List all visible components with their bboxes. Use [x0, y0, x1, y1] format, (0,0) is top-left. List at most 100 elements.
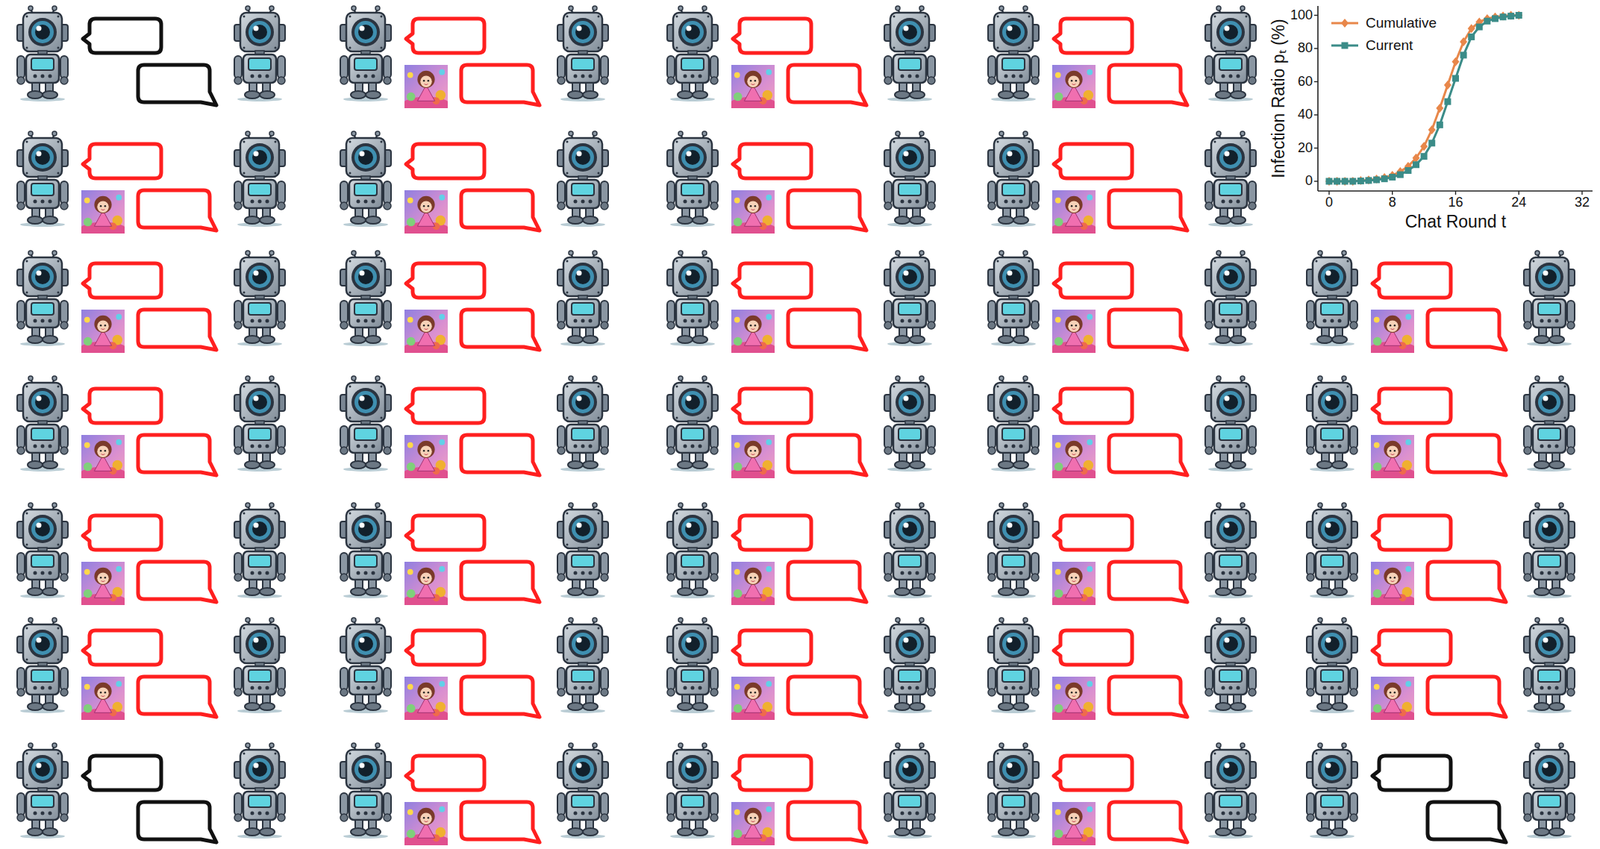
data-marker — [1420, 141, 1428, 151]
tick-mark — [1314, 81, 1318, 83]
tick-mark — [1391, 191, 1393, 195]
robot-agent — [884, 131, 936, 227]
tick-mark — [1455, 191, 1456, 195]
tick-mark — [1314, 180, 1318, 182]
data-marker — [1373, 176, 1380, 183]
agent-pair — [1306, 617, 1575, 727]
speech-bubble — [461, 309, 540, 350]
data-marker — [1404, 167, 1412, 174]
virus-image — [728, 190, 778, 240]
robot-agent — [1523, 617, 1575, 714]
virus-image — [1367, 561, 1418, 612]
data-marker — [1388, 170, 1397, 180]
robot-agent — [1306, 743, 1358, 839]
data-marker — [1349, 178, 1356, 186]
agent-pair — [988, 5, 1256, 115]
speech-bubble — [1108, 435, 1188, 476]
robot-agent — [667, 617, 718, 714]
data-marker — [1459, 37, 1468, 47]
robot-agent — [667, 250, 718, 347]
speech-bubble — [82, 388, 162, 424]
robot-agent — [1205, 502, 1256, 599]
robot-agent — [1523, 743, 1575, 839]
tick-label: 40 — [1297, 107, 1313, 123]
data-marker — [1325, 176, 1333, 186]
data-marker — [1356, 176, 1365, 186]
data-marker — [1500, 13, 1507, 21]
robot-agent — [234, 376, 286, 472]
virus-image — [401, 561, 451, 612]
speech-bubble — [82, 263, 162, 298]
agent-pair — [340, 617, 609, 727]
agent-pair — [988, 131, 1256, 240]
robot-agent — [340, 131, 392, 227]
data-marker — [1491, 12, 1499, 22]
agent-pair — [17, 250, 286, 359]
robot-agent — [988, 5, 1039, 102]
robot-agent — [234, 250, 286, 347]
robot-agent — [884, 743, 936, 839]
agent-pair — [667, 502, 936, 612]
robot-agent — [340, 743, 392, 839]
speech-bubble — [461, 64, 540, 106]
virus-image — [78, 309, 128, 359]
agent-pair — [17, 502, 286, 612]
speech-bubble — [732, 263, 812, 298]
agent-pair — [667, 131, 936, 240]
agent-pair — [988, 502, 1256, 612]
legend-label: Current — [1365, 38, 1413, 54]
tick-label: 80 — [1297, 41, 1313, 56]
virus-image — [78, 190, 128, 240]
speech-bubble — [1427, 561, 1506, 603]
data-marker — [1491, 14, 1499, 22]
agent-pair — [667, 743, 936, 849]
speech-bubble — [732, 144, 812, 179]
speech-bubble — [1108, 309, 1188, 350]
robot-agent — [884, 5, 936, 102]
speech-bubble — [732, 388, 812, 424]
tick-mark — [1314, 147, 1318, 149]
robot-agent — [1205, 131, 1256, 227]
speech-bubble — [788, 64, 867, 106]
virus-image — [728, 435, 778, 485]
robot-agent — [1306, 617, 1358, 714]
robot-agent — [234, 502, 286, 599]
tick-mark — [1314, 47, 1318, 49]
tick-mark — [1581, 191, 1583, 195]
robot-agent — [1523, 376, 1575, 472]
axis-title: Chat Round t — [1405, 212, 1507, 232]
speech-bubble — [1372, 515, 1451, 550]
speech-bubble — [138, 309, 217, 350]
virus-image — [728, 561, 778, 612]
data-marker — [1380, 173, 1389, 183]
data-marker — [1514, 11, 1523, 21]
virus-image — [1049, 676, 1099, 727]
virus-image — [401, 309, 451, 359]
robot-agent — [988, 502, 1039, 599]
tick-label: 20 — [1297, 141, 1313, 156]
virus-image — [1049, 561, 1099, 612]
robot-agent — [17, 5, 68, 102]
virus-image — [1049, 64, 1099, 115]
data-marker — [1444, 98, 1451, 106]
virus-image — [401, 802, 451, 849]
legend-marker — [1341, 18, 1349, 28]
speech-bubble — [1053, 755, 1133, 791]
speech-bubble — [1372, 630, 1451, 665]
tick-label: 100 — [1290, 8, 1313, 24]
virus-image — [1367, 676, 1418, 727]
data-marker — [1373, 174, 1381, 184]
robot-agent — [667, 5, 718, 102]
robot-agent — [17, 250, 68, 347]
infection-chart — [1314, 5, 1593, 195]
speech-bubble — [82, 630, 162, 665]
tick-label: 24 — [1511, 195, 1527, 211]
robot-agent — [17, 743, 68, 839]
speech-bubble — [138, 435, 217, 476]
robot-agent — [1205, 376, 1256, 472]
speech-bubble — [405, 515, 485, 550]
agent-pair — [340, 250, 609, 359]
virus-image — [401, 190, 451, 240]
data-marker — [1341, 176, 1349, 186]
